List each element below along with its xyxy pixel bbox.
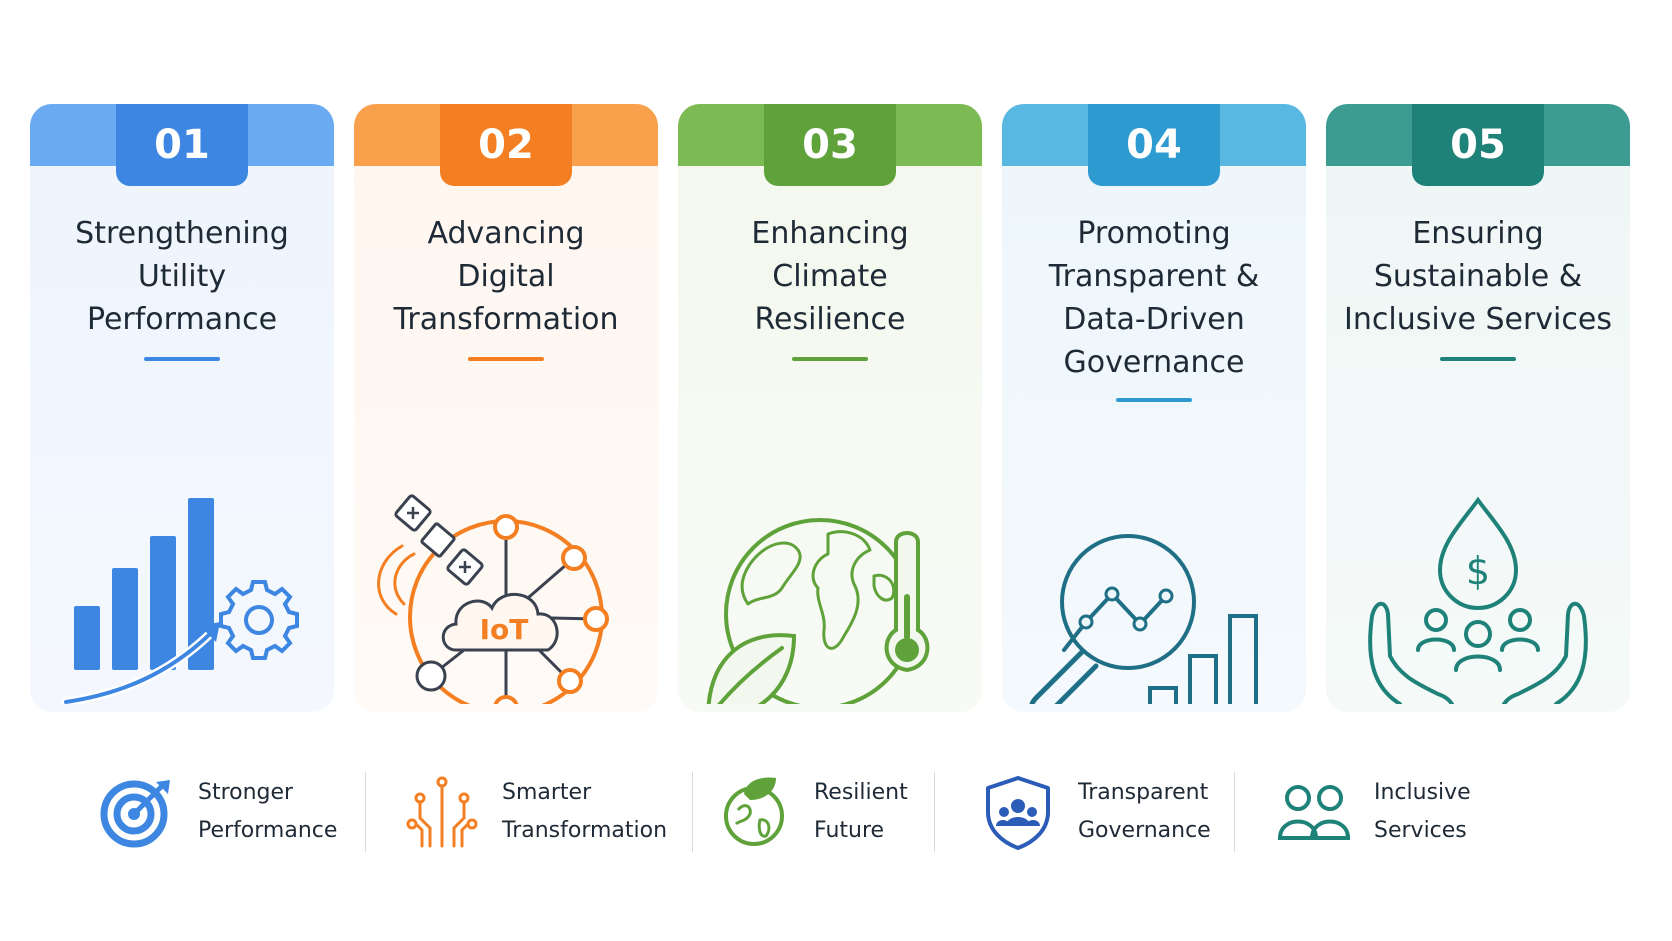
outcome-label-line: Stronger <box>198 780 294 805</box>
outcome-label-line: Resilient <box>814 780 908 805</box>
card-number: 03 <box>764 104 896 186</box>
bar-chart-gear-icon <box>61 498 299 704</box>
outcome-divider <box>934 772 935 852</box>
target-icon <box>100 780 170 848</box>
card-divider <box>792 357 868 361</box>
outcome-label: Smarter Transformation <box>502 774 667 850</box>
iot-label: IoT <box>480 613 529 646</box>
card-divider <box>144 357 220 361</box>
card-title: Strengthening Utility Performance <box>38 212 326 341</box>
outcome-resilient-future: Resilient Future <box>716 762 908 862</box>
dollar-sign: $ <box>1466 549 1490 593</box>
outcome-label-line: Performance <box>198 818 338 843</box>
pillar-card-2: 02 Advancing Digital Transformation IoT <box>354 104 658 712</box>
outcome-smarter-transformation: Smarter Transformation <box>404 762 667 862</box>
card-title: Promoting Transparent & Data-Driven Gove… <box>1010 212 1298 384</box>
outcome-label: Inclusive Services <box>1374 774 1471 850</box>
card-title-line: Enhancing <box>751 216 909 251</box>
outcome-label-line: Smarter <box>502 780 592 805</box>
card-title: Enhancing Climate Resilience <box>686 212 974 341</box>
card-title-line: Transparent & <box>1048 259 1260 294</box>
outcome-label: Stronger Performance <box>198 774 337 850</box>
card-title-line: Transformation <box>393 302 619 337</box>
card-title: Ensuring Sustainable & Inclusive Service… <box>1334 212 1622 341</box>
outcome-label-line: Transparent <box>1078 780 1209 805</box>
card-number: 05 <box>1412 104 1544 186</box>
pillar-card-3: 03 Enhancing Climate Resilience <box>678 104 982 712</box>
people-icon <box>1277 785 1351 840</box>
card-divider <box>1116 398 1192 402</box>
outcome-stronger-performance: Stronger Performance <box>100 762 337 862</box>
card-title-line: Performance <box>86 302 278 337</box>
card-title-line: Ensuring <box>1412 216 1544 251</box>
shield-people-icon <box>986 776 1050 850</box>
card-title: Advancing Digital Transformation <box>362 212 650 341</box>
outcome-divider <box>365 772 366 852</box>
iot-network-icon: IoT <box>377 494 609 704</box>
card-title-line: Utility <box>137 259 227 294</box>
outcome-label-line: Inclusive <box>1374 780 1471 805</box>
outcome-label: Transparent Governance <box>1078 774 1211 850</box>
card-title-line: Inclusive Services <box>1344 302 1612 337</box>
card-title-line: Promoting <box>1077 216 1231 251</box>
globe-leaf-thermometer-icon <box>706 518 930 704</box>
card-number: 01 <box>116 104 248 186</box>
card-title-line: Advancing <box>427 216 585 251</box>
card-title-line: Resilience <box>754 302 906 337</box>
outcome-label-line: Governance <box>1078 818 1211 843</box>
hands-people-water-drop-icon: $ <box>1368 496 1588 704</box>
outcomes-row: Stronger Performance Smarter Transformat… <box>80 762 1600 862</box>
card-title-line: Governance <box>1063 345 1245 380</box>
card-divider <box>1440 357 1516 361</box>
card-number: 02 <box>440 104 572 186</box>
card-divider <box>468 357 544 361</box>
eco-globe-icon <box>724 777 784 846</box>
card-number: 04 <box>1088 104 1220 186</box>
pillar-cards: 01 Strengthening Utility Performance 02 <box>30 104 1642 712</box>
outcome-inclusive-services: Inclusive Services <box>1276 762 1471 862</box>
outcome-transparent-governance: Transparent Governance <box>980 762 1211 862</box>
card-title-line: Sustainable & <box>1373 259 1583 294</box>
circuit-icon <box>406 776 478 848</box>
magnifier-analytics-icon <box>1029 534 1258 704</box>
outcome-label-line: Services <box>1374 818 1467 843</box>
card-title-line: Climate <box>772 259 888 294</box>
outcome-label-line: Future <box>814 818 885 843</box>
outcome-label: Resilient Future <box>814 774 908 850</box>
card-title-line: Data-Driven <box>1063 302 1245 337</box>
pillar-card-5: 05 Ensuring Sustainable & Inclusive Serv… <box>1326 104 1630 712</box>
card-title-line: Strengthening <box>75 216 289 251</box>
outcome-divider <box>1234 772 1235 852</box>
outcome-label-line: Transformation <box>502 818 668 843</box>
card-title-line: Digital <box>457 259 555 294</box>
outcome-divider <box>692 772 693 852</box>
pillar-card-1: 01 Strengthening Utility Performance <box>30 104 334 712</box>
pillar-card-4: 04 Promoting Transparent & Data-Driven G… <box>1002 104 1306 712</box>
